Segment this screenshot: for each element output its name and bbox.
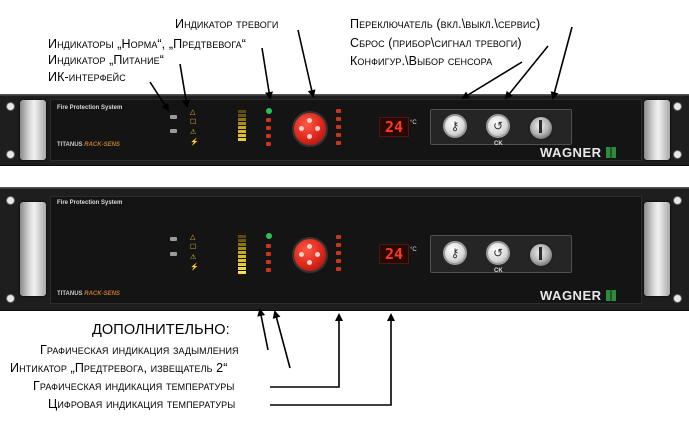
alarm-button[interactable] [292, 237, 328, 273]
prealarm-led [266, 268, 271, 272]
temperature-display: 24 [379, 244, 409, 264]
norm-led [266, 108, 272, 114]
smoke-level-bar [238, 110, 246, 144]
callout-power: Индикатор „Питание“ [48, 53, 165, 67]
warning-icon: ⚠ [190, 254, 197, 261]
prealarm-led [266, 244, 271, 248]
callout-switch: Переключатель (вкл.\выкл.\сервис) [350, 17, 541, 31]
leader-norm [261, 47, 274, 100]
product-suffix: RACK-SENS [84, 291, 120, 297]
system-title: Fire Protection System [57, 200, 123, 206]
brand-logo: WAGNER [540, 145, 616, 160]
power-icon: ⚡ [190, 139, 199, 146]
prealarm-led [266, 126, 271, 130]
leader-smoke [257, 308, 269, 351]
sensor-led [336, 109, 341, 113]
reset-label: CK [494, 141, 503, 147]
prealarm-led [266, 142, 271, 146]
leader-prealarm2 [272, 310, 291, 369]
reset-button[interactable]: ↺ [486, 114, 510, 138]
reset-label: CK [494, 268, 503, 274]
callout-alarm-indicator: Индикатор тревоги [175, 17, 279, 31]
mount-hole [673, 196, 682, 205]
triangle-icon: △ [190, 109, 196, 116]
rack-handle-left [20, 100, 46, 160]
prealarm-led [266, 260, 271, 264]
leader-reset [504, 45, 549, 100]
mount-hole [6, 150, 15, 159]
callout-ir-interface: ИК-интерфейс [48, 70, 126, 84]
sensor-led [336, 259, 341, 263]
power-icon: ⚡ [190, 264, 199, 271]
callout-temp-digital: Цифровая индикация температуры [48, 397, 236, 411]
alarm-button[interactable] [292, 111, 328, 147]
sensor-led [336, 117, 341, 121]
rack-unit-1: Fire Protection System TITANUS RACK-SENS… [0, 94, 689, 166]
ir-interface-led [170, 129, 177, 133]
key-icon: ⚷ [450, 246, 460, 260]
mount-hole [6, 196, 15, 205]
rack-handle-left [20, 202, 46, 296]
rack-unit-2: Fire Protection System TITANUS RACK-SENS… [0, 187, 689, 311]
sensor-led [336, 133, 341, 137]
ir-interface-led [170, 252, 177, 256]
rack-handle-right [644, 202, 670, 296]
temperature-unit: °C [410, 120, 417, 126]
key-switch[interactable] [528, 242, 554, 268]
callout-reset: Сброс (прибор\сигнал тревоги) [350, 36, 522, 50]
temperature-unit: °C [410, 247, 417, 253]
leader-switch [550, 26, 573, 100]
product-prefix: TITANUS [57, 291, 83, 297]
norm-led [266, 233, 272, 239]
leader-temp-digital [270, 313, 395, 406]
mount-hole [673, 294, 682, 303]
leader-temp-graph [270, 313, 343, 388]
prealarm-led [266, 252, 271, 256]
sensor-led [336, 125, 341, 129]
product-suffix: RACK-SENS [84, 142, 120, 148]
ir-interface-led [170, 237, 177, 241]
callout-config: Конфигур.\Выбор сенсора [350, 54, 493, 68]
product-prefix: TITANUS [57, 142, 83, 148]
sensor-led [336, 235, 341, 239]
sensor-led [336, 251, 341, 255]
callout-smoke-graph: Графическая индикация задымления [40, 343, 239, 357]
smoke-level-bar [238, 235, 246, 279]
reset-button[interactable]: ↺ [486, 241, 510, 265]
square-icon: ☐ [190, 244, 197, 251]
additional-heading: ДОПОЛНИТЕЛЬНО: [92, 322, 230, 338]
sensor-led [336, 141, 341, 145]
prealarm-led [266, 134, 271, 138]
product-name: TITANUS RACK-SENS [57, 142, 120, 148]
config-button[interactable]: ⚷ [443, 241, 467, 265]
brand-logo: WAGNER [540, 288, 616, 303]
callout-temp-graph: Графическая индикация температуры [33, 379, 235, 393]
config-button[interactable]: ⚷ [443, 114, 467, 138]
mount-hole [673, 150, 682, 159]
square-icon: ☐ [190, 119, 197, 126]
warning-icon: ⚠ [190, 129, 197, 136]
ir-interface-led [170, 115, 177, 119]
key-icon: ⚷ [450, 119, 460, 133]
callout-prealarm2: Интикатор „Предтревога, извещатель 2“ [10, 361, 228, 375]
triangle-icon: △ [190, 234, 196, 241]
mount-hole [673, 102, 682, 111]
leader-alarm [297, 29, 316, 98]
system-title: Fire Protection System [57, 105, 123, 111]
key-switch[interactable] [528, 115, 554, 141]
sensor-led [336, 243, 341, 247]
sensor-led [336, 267, 341, 271]
prealarm-led [266, 118, 271, 122]
reset-arrow-icon: ↺ [492, 246, 504, 260]
callout-norm-prealarm: Индикаторы „Норма“, „Предтвевога“ [48, 37, 247, 51]
rack-handle-right [644, 100, 670, 160]
product-name: TITANUS RACK-SENS [57, 291, 120, 297]
reset-arrow-icon: ↺ [492, 119, 504, 133]
mount-hole [6, 294, 15, 303]
mount-hole [6, 102, 15, 111]
temperature-display: 24 [379, 117, 409, 137]
